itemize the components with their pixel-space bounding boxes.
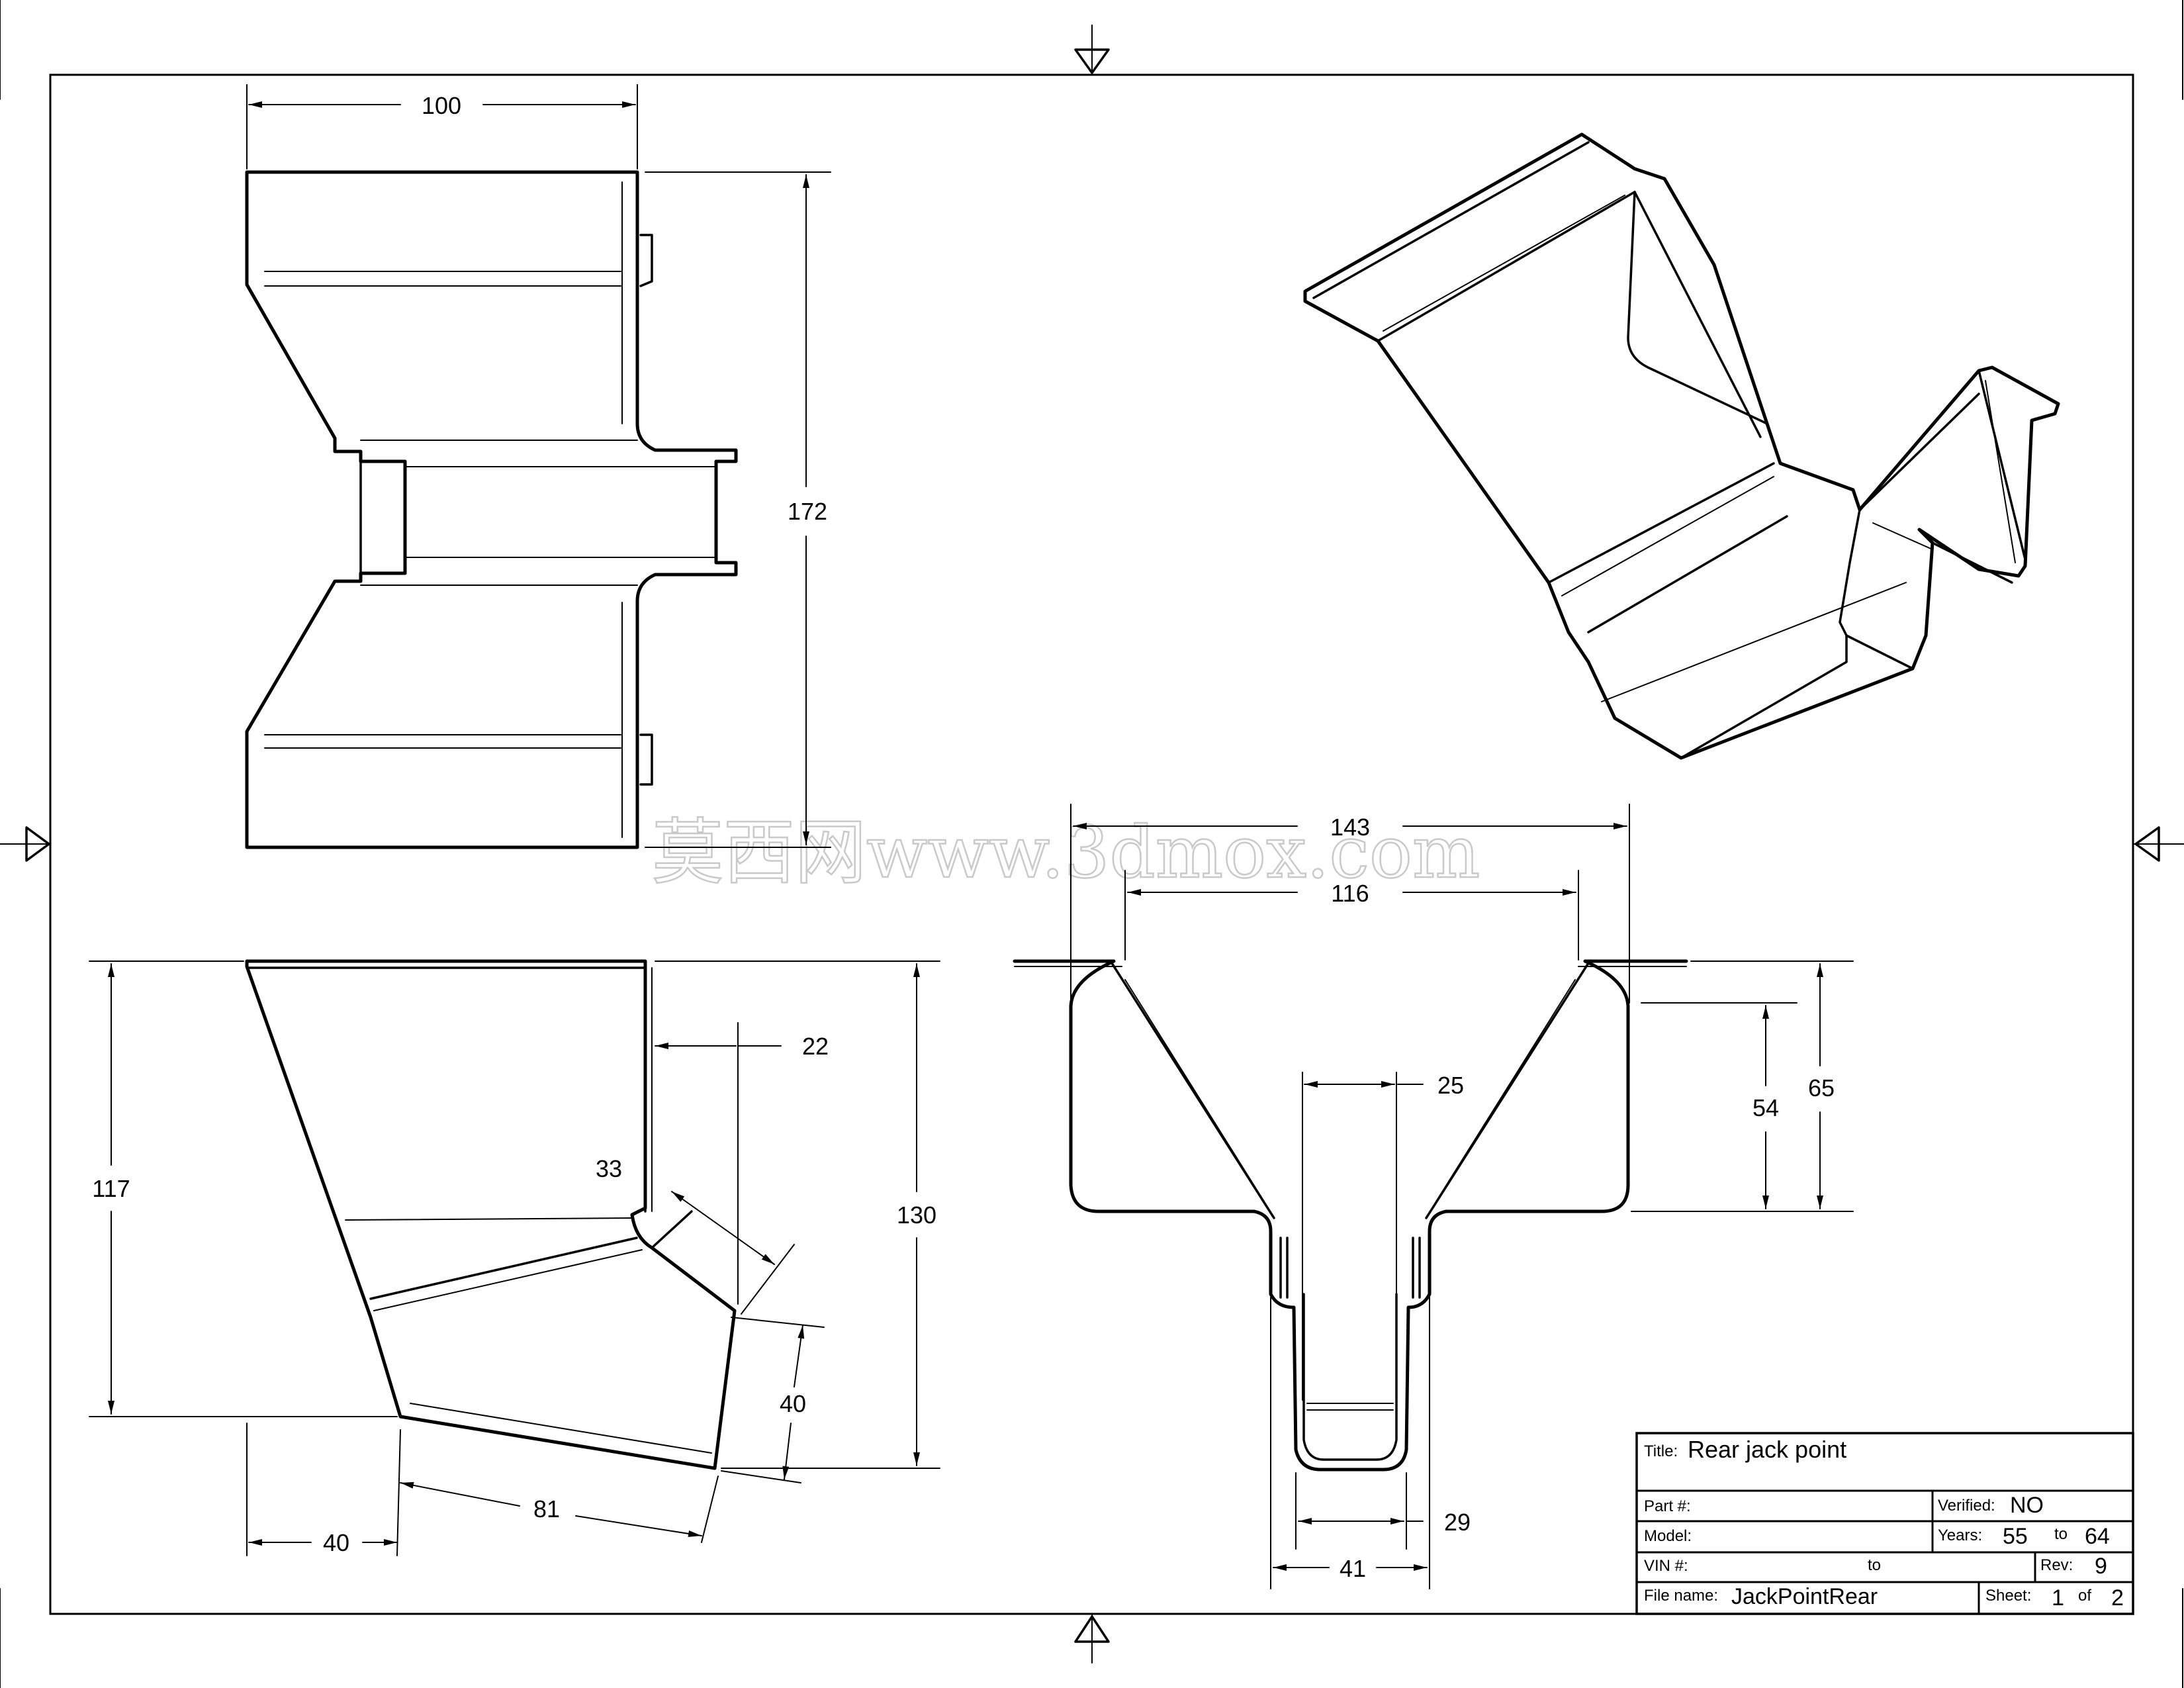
dim-side-22: 22 — [802, 1033, 829, 1060]
dim-front-29: 29 — [1444, 1509, 1471, 1536]
dim-side-81: 81 — [533, 1495, 560, 1523]
side-view: 117 130 22 33 40 81 40 — [89, 959, 940, 1556]
dim-side-height-130: 130 — [897, 1201, 936, 1229]
bottom-center-mark — [1074, 1613, 1110, 1664]
dim-front-25: 25 — [1437, 1072, 1464, 1099]
isometric-view — [1303, 132, 2060, 760]
title-value: Rear jack point — [1688, 1436, 1846, 1463]
model-label: Model: — [1644, 1527, 1692, 1545]
years-from: 55 — [2003, 1524, 2028, 1549]
centering-marks — [0, 24, 2184, 1664]
dim-top-height: 172 — [788, 498, 827, 525]
dim-front-54: 54 — [1752, 1094, 1779, 1121]
dim-side-33: 33 — [596, 1155, 622, 1182]
dim-top-width: 100 — [422, 92, 461, 119]
years-to: 64 — [2085, 1524, 2110, 1549]
rev-label: Rev: — [2040, 1556, 2073, 1574]
sheet-total: 2 — [2111, 1585, 2124, 1611]
sheet-of-label: of — [2078, 1587, 2091, 1605]
left-center-mark — [0, 826, 51, 862]
vin-to-label: to — [1868, 1556, 1881, 1574]
top-center-mark — [1074, 24, 1110, 75]
dim-front-41: 41 — [1340, 1555, 1366, 1582]
top-view: 100 172 — [245, 84, 831, 849]
verified-label: Verified: — [1938, 1497, 1995, 1515]
verified-value: NO — [2010, 1493, 2044, 1518]
front-view: 143 116 25 54 65 29 41 — [1013, 804, 1854, 1589]
right-center-mark — [2132, 826, 2184, 862]
dim-side-40-right: 40 — [780, 1390, 806, 1417]
watermark-text: 莫西网www.3dmox.com — [652, 812, 1480, 894]
vin-label: VIN #: — [1644, 1557, 1688, 1575]
filename-value: JackPointRear — [1731, 1584, 1878, 1609]
filename-label: File name: — [1644, 1587, 1718, 1605]
dim-side-height-117: 117 — [92, 1175, 130, 1202]
sheet-label: Sheet: — [1985, 1587, 2031, 1605]
years-label: Years: — [1938, 1526, 1982, 1544]
years-to-label: to — [2054, 1525, 2068, 1543]
dim-front-116: 116 — [1331, 880, 1369, 907]
rev-value: 9 — [2095, 1554, 2107, 1579]
dim-side-40-bottom: 40 — [323, 1529, 349, 1556]
dim-front-65: 65 — [1808, 1074, 1835, 1102]
part-label: Part #: — [1644, 1497, 1691, 1515]
sheet-value: 1 — [2052, 1585, 2064, 1611]
title-label: Title: — [1644, 1442, 1678, 1460]
dim-front-143: 143 — [1330, 814, 1370, 841]
title-block: Title: Rear jack point Part #: Verified:… — [1635, 1432, 2134, 1615]
